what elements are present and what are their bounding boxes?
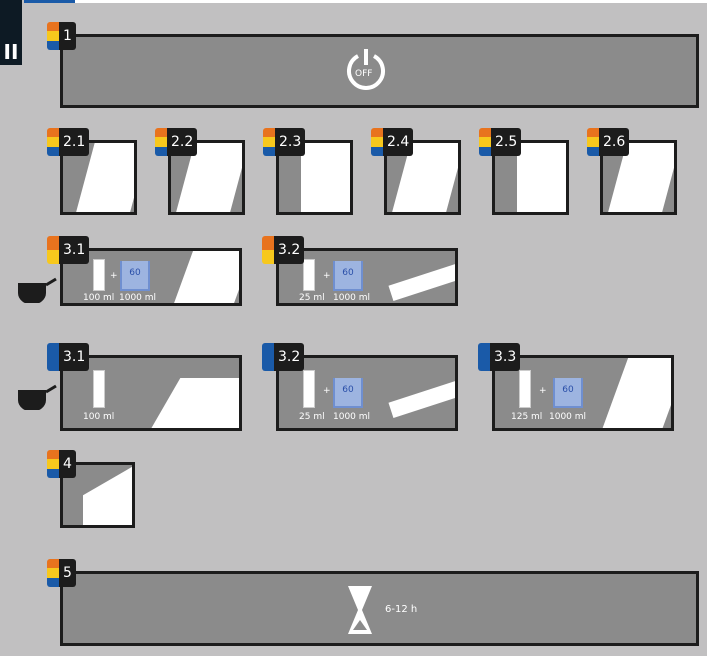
- step-2-2-badge: 2.2: [155, 128, 198, 156]
- step-4-panel: [60, 462, 135, 528]
- beaker-icon: 60: [333, 261, 363, 291]
- step-3b-2-panel: + 60 25 ml 1000 ml: [276, 355, 458, 431]
- step-2-3-badge: 2.3: [263, 128, 306, 156]
- step-2-5-badge: 2.5: [479, 128, 522, 156]
- illustration: [301, 143, 350, 212]
- bottle-icon: [303, 370, 315, 408]
- bottle-icon: [93, 259, 105, 291]
- step-3b-3-panel: + 60 125 ml 1000 ml: [492, 355, 674, 431]
- step-1-badge: 1: [47, 22, 76, 50]
- hourglass-icon: [348, 586, 372, 634]
- beaker-icon: 60: [333, 378, 363, 408]
- beaker-icon: 60: [553, 378, 583, 408]
- step-3a-2-badge: 3.2: [262, 236, 305, 264]
- bottle-icon: [93, 370, 105, 408]
- off-label: OFF: [355, 69, 373, 79]
- step-3b-1-panel: 100 ml: [60, 355, 242, 431]
- bottle-icon: [519, 370, 531, 408]
- duration-label: 6-12 h: [385, 604, 418, 615]
- beaker-icon: 60: [120, 261, 150, 291]
- step-5-badge: 5: [47, 559, 76, 587]
- cup-icon: [18, 277, 57, 303]
- step-3b-3-badge: 3.3: [478, 343, 521, 371]
- step-1-panel: OFF: [60, 34, 699, 108]
- illustration: [517, 143, 566, 212]
- step-2-3-panel: [276, 140, 353, 215]
- step-5-panel: 6-12 h: [60, 571, 699, 646]
- section-tab: II: [0, 0, 22, 65]
- machine-illustration: [601, 358, 671, 428]
- top-accent: [24, 0, 75, 3]
- power-off-icon: [347, 49, 385, 90]
- step-2-1-badge: 2.1: [47, 128, 90, 156]
- step-4-badge: 4: [47, 450, 76, 478]
- step-2-4-badge: 2.4: [371, 128, 414, 156]
- step-3b-1-badge: 3.1: [47, 343, 90, 371]
- bottle-icon: [303, 259, 315, 291]
- machine-illustration: [83, 465, 132, 525]
- machine-illustration: [172, 251, 239, 303]
- step-2-5-panel: [492, 140, 569, 215]
- step-3a-2-panel: + 60 25 ml 1000 ml: [276, 248, 458, 306]
- machine-illustration: [145, 378, 239, 428]
- top-rule: [75, 0, 707, 3]
- step-3a-1-badge: 3.1: [47, 236, 90, 264]
- step-2-6-badge: 2.6: [587, 128, 630, 156]
- cup-icon: [18, 384, 57, 410]
- drawer-illustration: [388, 378, 455, 418]
- step-3b-2-badge: 3.2: [262, 343, 305, 371]
- step-3a-1-panel: + 60 100 ml 1000 ml: [60, 248, 242, 306]
- drawer-illustration: [388, 261, 455, 301]
